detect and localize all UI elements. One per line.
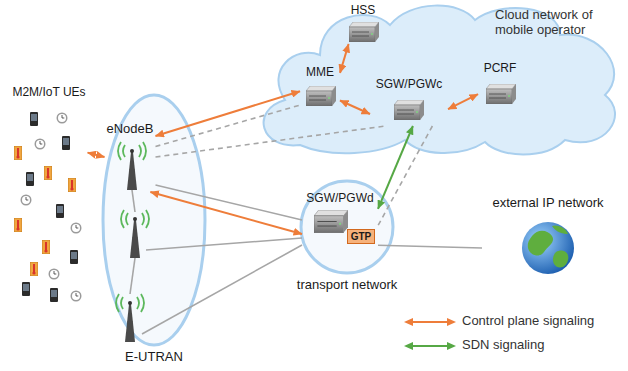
illustration-part — [71, 291, 82, 302]
legend-text: SDN signaling — [462, 338, 544, 353]
illustration-part — [49, 269, 60, 280]
antenna — [118, 142, 146, 190]
illustration-part — [404, 342, 413, 350]
gtp-box: GTP — [347, 229, 376, 244]
illustration-part — [412, 345, 448, 347]
illustration-part — [44, 166, 52, 180]
node-label: E-UTRAN — [125, 350, 183, 365]
ran-region: E-UTRAN eNodeB — [100, 93, 208, 365]
illustration-part — [14, 146, 22, 160]
illustration-part — [57, 113, 68, 124]
server-node: SGW/PGWc — [370, 78, 448, 126]
server-node: MME — [300, 66, 340, 112]
node-label: transport network — [297, 278, 397, 293]
server-node: HSS — [345, 4, 381, 44]
server-node: PCRF — [478, 62, 522, 108]
iot-devices — [14, 112, 82, 302]
illustration-part — [522, 222, 574, 274]
illustration-part — [26, 172, 34, 186]
illustration-part — [70, 250, 78, 264]
radio-wires — [130, 190, 302, 334]
globe-icon — [522, 222, 574, 274]
node-label: MME — [306, 66, 334, 80]
illustration-part — [142, 245, 302, 334]
signaling-arrow — [340, 101, 370, 115]
illustration-part — [528, 231, 553, 256]
illustration-part — [553, 250, 568, 267]
illustration-part — [130, 258, 135, 294]
mme-server — [306, 86, 336, 106]
illustration-part — [14, 218, 22, 232]
illustration-part — [42, 240, 50, 254]
node-label: M2M/IoT UEs — [12, 86, 85, 100]
illustration-part — [22, 282, 30, 296]
illustration-part — [447, 318, 456, 326]
antenna — [121, 210, 149, 258]
link-line — [155, 185, 302, 220]
signaling-arrow — [88, 153, 105, 157]
node-label: Cloud network of mobile operator — [495, 8, 623, 38]
signaling-arrow — [378, 126, 413, 209]
node-label: GTP — [351, 231, 372, 243]
illustration-part — [30, 112, 38, 126]
gateway-node: SGW/PGWdGTP — [302, 192, 378, 248]
illustration-part — [50, 288, 58, 302]
illustration-part — [68, 178, 76, 192]
node-label: eNodeB — [107, 122, 154, 137]
link-line — [155, 126, 385, 157]
link-line — [378, 245, 482, 248]
sgw-pgwc-server — [394, 100, 424, 120]
node-label: PCRF — [484, 62, 517, 76]
illustration-part — [30, 262, 38, 276]
illustration-part — [404, 318, 413, 326]
illustration-part — [21, 195, 32, 206]
illustration-part — [132, 190, 135, 212]
illustration-part — [35, 139, 46, 150]
illustration-part — [552, 225, 568, 234]
transport-region: transport network SGW/PGWdGTP — [290, 179, 404, 293]
pcrf-server — [486, 84, 516, 104]
link-line — [378, 126, 432, 226]
signaling-arrow — [150, 192, 302, 234]
legend-text: Control plane signaling — [462, 314, 594, 329]
node-label: SGW/PGWd — [306, 192, 373, 206]
device-group: M2M/IoT UEs — [10, 86, 87, 308]
illustration-part — [447, 342, 456, 350]
signaling-arrow — [340, 44, 349, 73]
illustration-part — [56, 204, 64, 218]
illustration-part — [71, 223, 82, 234]
illustration-part — [146, 238, 302, 250]
legend-samples — [404, 318, 456, 350]
node-label: HSS — [351, 4, 376, 18]
hss-server — [349, 22, 379, 42]
cloud-region: Cloud network of mobile operator HSS MME SG… — [255, 0, 628, 158]
signaling-arrow — [448, 94, 478, 109]
node-label: external IP network — [492, 196, 603, 211]
node-label: SGW/PGWc — [376, 78, 443, 92]
illustration-part — [62, 136, 70, 150]
illustration-part — [412, 321, 448, 323]
transport-outline — [301, 181, 393, 273]
network-cloud: external IP network — [482, 196, 614, 276]
signaling-arrow — [155, 91, 300, 136]
antenna — [116, 294, 144, 342]
link-line — [155, 105, 300, 146]
base-station: eNodeB — [105, 122, 156, 192]
sgw-pgwd-server — [314, 210, 348, 233]
